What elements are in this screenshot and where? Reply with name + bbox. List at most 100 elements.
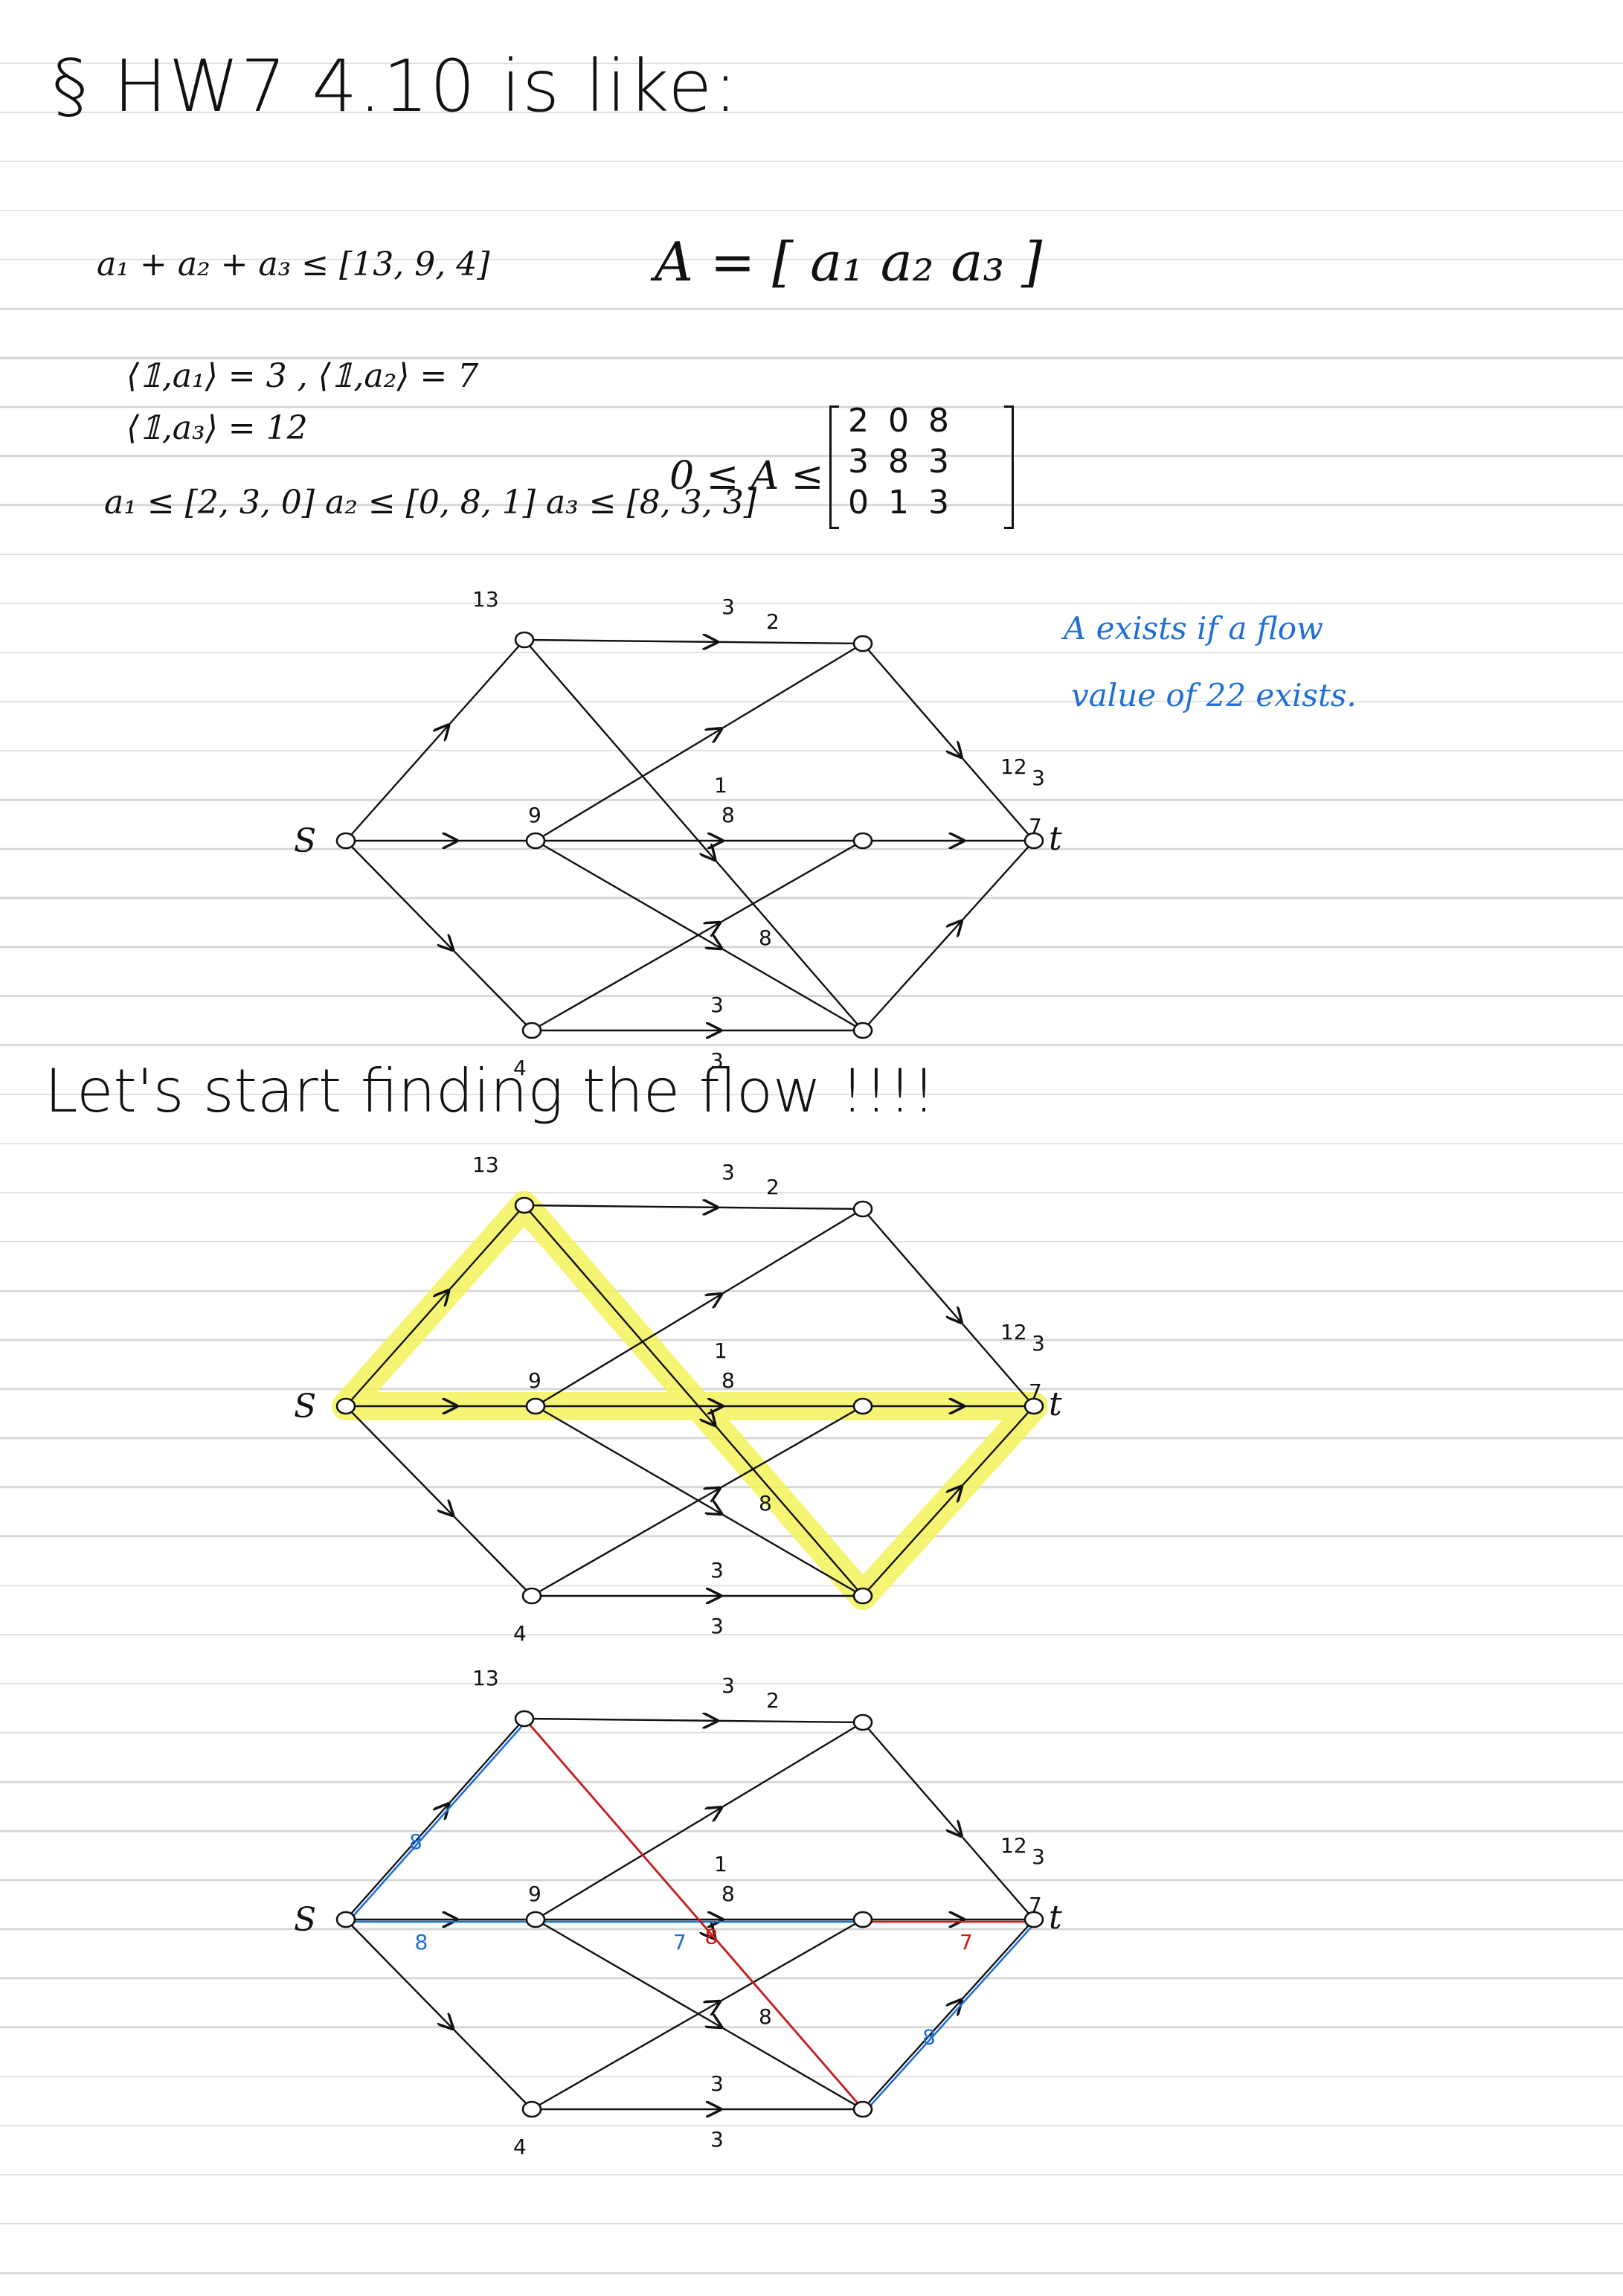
edge-s-r3 [345,840,533,1031]
edge-r3-c2 [531,839,864,1032]
edge-capacity-r1-c1: 2 [766,609,780,634]
edge-capacity-r1-c3: 8 [759,2004,772,2029]
edge-r1-c3 [524,1205,864,1597]
edge-s-r3 [345,1919,533,2110]
edge-c3-t [862,1919,1035,2110]
edge-r2-c1 [535,1208,864,1408]
node-c2 [852,1397,873,1415]
edge-capacity-c1-t: 3 [1032,766,1045,790]
sink-label: t [1049,1385,1062,1423]
edge-r1-c1 [524,640,864,644]
node-c3 [852,1022,873,1039]
node-r1 [514,1710,535,1728]
edge-s-r1 [345,639,525,841]
node-r3 [521,1022,542,1039]
node-t [1023,832,1044,850]
node-r2 [525,1397,546,1415]
edge-capacity-s-r2: 9 [528,1368,541,1393]
edge-capacity-r2-c2: 8 [721,803,735,827]
edge-capacity-s-r1: 13 [472,587,499,612]
edge-capacity-r3-c2: 1 [714,1338,727,1363]
node-c3 [852,1587,873,1605]
edge-capacity-r2-c1: 3 [721,1160,735,1184]
edge-capacity-r1-c3: 8 [759,1491,772,1516]
edge-capacity-r2-c1: 3 [721,594,735,619]
edge-capacity-s-r3: 4 [513,2135,527,2159]
red-flow-label-c2-t: 7 [960,1930,973,1955]
edge-capacity-r3-c2: 1 [714,773,727,798]
blue-flow-c3-t [864,1921,1037,2112]
edge-capacity-c1-t: 3 [1032,1331,1045,1356]
node-s [335,832,356,850]
node-t [1023,1911,1044,1928]
edge-capacity-r2-c3: 3 [710,1558,724,1582]
node-c3 [852,2100,873,2118]
matrix-row-3: 0 1 3 [848,484,954,522]
edge-capacity-r3-c3: 3 [710,1048,724,1073]
edge-c1-t [862,1208,1035,1407]
matrix-bound-label: 0 ≤ A ≤ [669,454,824,498]
edge-s-r1 [345,1718,525,1920]
edge-capacity-c2-t: 7 [1029,1379,1042,1404]
edge-capacity-c3-t: 12 [1000,754,1027,779]
matrix-left-bracket [829,405,839,529]
edge-capacity-r2-c3: 3 [710,2071,724,2096]
edge-r2-c3 [535,1405,864,1597]
edge-c1-t [862,643,1035,841]
edge-capacity-s-r2: 9 [528,1882,541,1906]
sink-label: t [1049,820,1062,858]
constraint-bounds: a₁ ≤ [2, 3, 0] a₂ ≤ [0, 8, 1] a₃ ≤ [8, 3… [104,484,756,522]
edge-capacity-c2-t: 7 [1029,814,1042,838]
page-title: § HW7 4.10 is like: [52,45,739,128]
edge-capacity-c2-t: 7 [1029,1893,1042,1917]
edge-c3-t [862,840,1035,1031]
edge-r1-c1 [524,1205,864,1209]
source-label: S [294,1901,316,1939]
edge-capacity-c1-t: 3 [1032,1844,1045,1869]
edge-c3-t [862,1405,1035,1597]
node-r3 [521,2100,542,2118]
node-c1 [852,635,873,652]
edge-capacity-s-r1: 13 [472,1152,499,1177]
side-note-line-2: value of 22 exists. [1071,677,1357,714]
highlight-path [332,1191,1048,1610]
edge-capacity-r2-c3: 3 [710,993,724,1017]
edge-capacity-c3-t: 12 [1000,1320,1027,1344]
edge-capacity-s-r3: 4 [513,1621,527,1646]
edge-capacity-r3-c3: 3 [710,1614,724,1638]
constraint-sum: a₁ + a₂ + a₃ ≤ [13, 9, 4] [97,246,490,283]
node-c2 [852,1911,873,1928]
node-s [335,1397,356,1415]
red-flow-r1-c3 [526,1720,866,2112]
matrix-definition: A = [ a₁ a₂ a₃ ] [655,231,1043,293]
edge-capacity-r2-c2: 8 [721,1368,735,1393]
edge-s-r3 [345,1405,533,1597]
edge-capacity-c3-t: 12 [1000,1833,1027,1858]
node-s [335,1911,356,1928]
blue-flow-s-r1 [347,1720,527,1923]
edge-r3-c2 [531,1918,864,2111]
node-r2 [525,1911,546,1928]
edge-capacity-r3-c3: 3 [710,2127,724,2152]
blue-flow-label-c3-t: 8 [922,2025,936,2050]
edge-capacity-r1-c1: 2 [766,1688,780,1713]
node-r1 [514,1196,535,1214]
edge-r3-c2 [531,1405,864,1597]
side-note-line-1: A exists if a flow [1064,610,1323,647]
edge-capacity-s-r1: 13 [472,1666,499,1690]
blue-flow-label-s-r2: 8 [415,1930,428,1955]
edge-r1-c3 [524,639,864,1031]
edge-s-r1 [345,1205,525,1407]
node-r3 [521,1587,542,1605]
node-r1 [514,631,535,649]
matrix-row-2: 3 8 3 [848,443,954,481]
constraint-inner-1: ⟨𝟙,a₁⟩ = 3 , ⟨𝟙,a₂⟩ = 7 [126,357,479,395]
node-c2 [852,832,873,850]
edge-c1-t [862,1722,1035,1920]
section-heading: Let's start finding the flow !!!! [45,1056,936,1126]
edge-r2-c1 [535,642,864,842]
edge-capacity-r2-c2: 8 [721,1882,735,1906]
source-label: S [294,822,316,860]
matrix-row-1: 2 0 8 [848,402,954,440]
